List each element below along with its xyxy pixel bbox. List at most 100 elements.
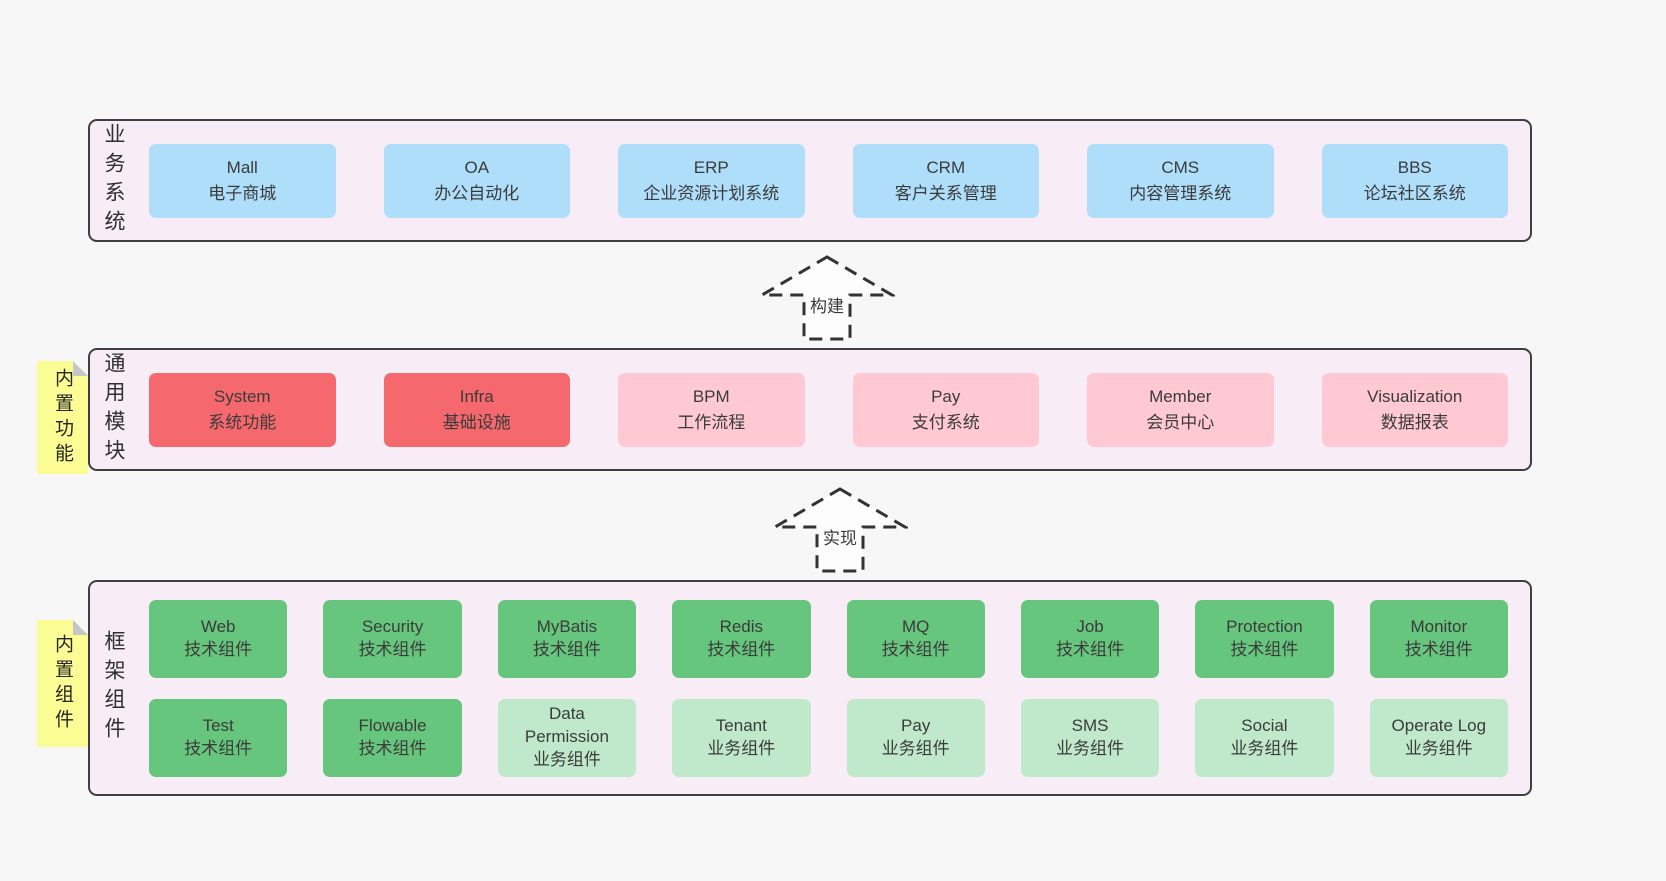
box-subtitle: 业务组件 <box>881 738 950 758</box>
box-title: Protection <box>1226 616 1303 636</box>
components-grid: Web 技术组件 Security 技术组件 MyBatis 技术组件 Redi… <box>124 599 1530 777</box>
box-data-permission: Data Permission 业务组件 <box>497 698 637 777</box>
box-title: BBS <box>1397 158 1432 177</box>
box-title: MyBatis <box>536 616 598 636</box>
box-system: System 系统功能 <box>149 372 336 447</box>
box-operate-log: Operate Log 业务组件 <box>1369 698 1508 777</box>
box-title: Visualization <box>1367 387 1463 406</box>
framework-components-band: 框架组件 Web 技术组件 Security 技术组件 MyBatis 技术组件… <box>88 580 1532 796</box>
box-subtitle: 技术组件 <box>881 639 950 659</box>
box-title: Security <box>361 616 424 636</box>
business-systems-band: 业务系统 Mall 电子商城 OA 办公自动化 ERP 企业资源计划系统 CRM… <box>88 119 1532 242</box>
box-subtitle: 技术组件 <box>184 738 253 758</box>
box-subtitle: 工作流程 <box>677 412 746 432</box>
box-subtitle: 业务组件 <box>707 738 776 758</box>
box-title: CRM <box>926 158 966 177</box>
folded-corner-icon <box>73 620 88 635</box>
implement-arrow-label: 实现 <box>820 524 860 549</box>
box-cms: CMS 内容管理系统 <box>1087 143 1274 218</box>
box-subtitle: 会员中心 <box>1146 412 1215 432</box>
box-title: Flowable <box>358 715 427 735</box>
sticky-label: 内置功能 <box>52 367 73 468</box>
modules-boxes-row: System 系统功能 Infra 基础设施 BPM 工作流程 Pay 支付系统… <box>124 372 1530 447</box>
box-subtitle: 客户关系管理 <box>894 183 997 203</box>
box-subtitle: 业务组件 <box>1404 738 1473 758</box>
build-arrow: 构建 <box>759 254 895 342</box>
box-mall: Mall 电子商城 <box>149 143 336 218</box>
box-subtitle: 基础设施 <box>442 412 511 432</box>
box-title: Monitor <box>1410 616 1468 636</box>
components-band-label: 框架组件 <box>102 630 125 746</box>
box-title: Mall <box>226 158 258 177</box>
box-subtitle: 企业资源计划系统 <box>643 183 780 203</box>
box-tenant: Tenant 业务组件 <box>672 698 811 777</box>
box-title: BPM <box>692 387 730 406</box>
sticky-label: 内置组件 <box>52 633 73 734</box>
box-subtitle: 业务组件 <box>1056 738 1125 758</box>
box-title: Test <box>202 715 234 735</box>
box-subtitle: 技术组件 <box>358 738 427 758</box>
box-subtitle: 业务组件 <box>1230 738 1299 758</box>
box-title: Social <box>1241 715 1288 735</box>
box-title: Infra <box>459 387 494 406</box>
box-subtitle: 电子商城 <box>208 183 277 203</box>
box-title: Operate Log <box>1391 715 1487 735</box>
box-subtitle: 技术组件 <box>532 639 601 659</box>
box-title: System <box>213 387 271 406</box>
box-security: Security 技术组件 <box>323 599 462 678</box>
box-monitor: Monitor 技术组件 <box>1369 599 1508 678</box>
box-bbs: BBS 论坛社区系统 <box>1321 143 1508 218</box>
box-pay: Pay 支付系统 <box>852 372 1039 447</box>
build-arrow-label: 构建 <box>807 292 847 317</box>
box-subtitle: 技术组件 <box>1230 639 1299 659</box>
components-row-2: Test 技术组件 Flowable 技术组件 Data Permission … <box>149 698 1508 777</box>
box-title: Web <box>200 616 236 636</box>
box-bpm: BPM 工作流程 <box>618 372 805 447</box>
box-title: CMS <box>1161 158 1200 177</box>
components-row-1: Web 技术组件 Security 技术组件 MyBatis 技术组件 Redi… <box>149 599 1508 678</box>
box-flowable: Flowable 技术组件 <box>323 698 462 777</box>
box-web: Web 技术组件 <box>149 599 288 678</box>
box-infra: Infra 基础设施 <box>383 372 570 447</box>
box-test: Test 技术组件 <box>149 698 288 777</box>
folded-corner-icon <box>73 361 88 376</box>
box-title: Pay <box>901 715 931 735</box>
box-subtitle: 数据报表 <box>1380 412 1449 432</box>
business-boxes-row: Mall 电子商城 OA 办公自动化 ERP 企业资源计划系统 CRM 客户关系… <box>124 143 1530 218</box>
common-modules-band: 通用模块 System 系统功能 Infra 基础设施 BPM 工作流程 Pay… <box>88 348 1532 471</box>
box-title: Tenant <box>715 715 767 735</box>
box-crm: CRM 客户关系管理 <box>852 143 1039 218</box>
box-subtitle: 技术组件 <box>1056 639 1125 659</box>
box-subtitle: 支付系统 <box>911 412 980 432</box>
builtin-functions-sticky: 内置功能 <box>37 361 88 474</box>
box-title: OA <box>464 158 490 177</box>
box-subtitle: 办公自动化 <box>434 183 520 203</box>
box-subtitle: 业务组件 <box>532 749 601 769</box>
box-visualization: Visualization 数据报表 <box>1321 372 1508 447</box>
business-band-label: 业务系统 <box>102 122 125 239</box>
box-subtitle: 论坛社区系统 <box>1363 183 1466 203</box>
builtin-components-sticky: 内置组件 <box>37 620 88 747</box>
box-subtitle: 系统功能 <box>208 412 277 432</box>
box-subtitle: 内容管理系统 <box>1129 183 1232 203</box>
box-redis: Redis 技术组件 <box>672 599 811 678</box>
box-mq: MQ 技术组件 <box>846 599 985 678</box>
implement-arrow: 实现 <box>772 486 908 574</box>
box-title: Redis <box>719 616 764 636</box>
box-subtitle: 技术组件 <box>184 639 253 659</box>
box-title: Data Permission <box>524 704 609 747</box>
modules-band-label: 通用模块 <box>102 351 125 468</box>
box-title: MQ <box>901 616 930 636</box>
box-title: ERP <box>693 158 729 177</box>
box-subtitle: 技术组件 <box>1404 639 1473 659</box>
box-job: Job 技术组件 <box>1020 599 1160 678</box>
box-member: Member 会员中心 <box>1087 372 1274 447</box>
box-mybatis: MyBatis 技术组件 <box>497 599 637 678</box>
box-title: Member <box>1149 387 1212 406</box>
box-oa: OA 办公自动化 <box>383 143 570 218</box>
box-title: Job <box>1076 616 1104 636</box>
box-title: Pay <box>931 387 961 406</box>
box-title: SMS <box>1071 715 1109 735</box>
box-social: Social 业务组件 <box>1195 698 1334 777</box>
box-subtitle: 技术组件 <box>358 639 427 659</box>
